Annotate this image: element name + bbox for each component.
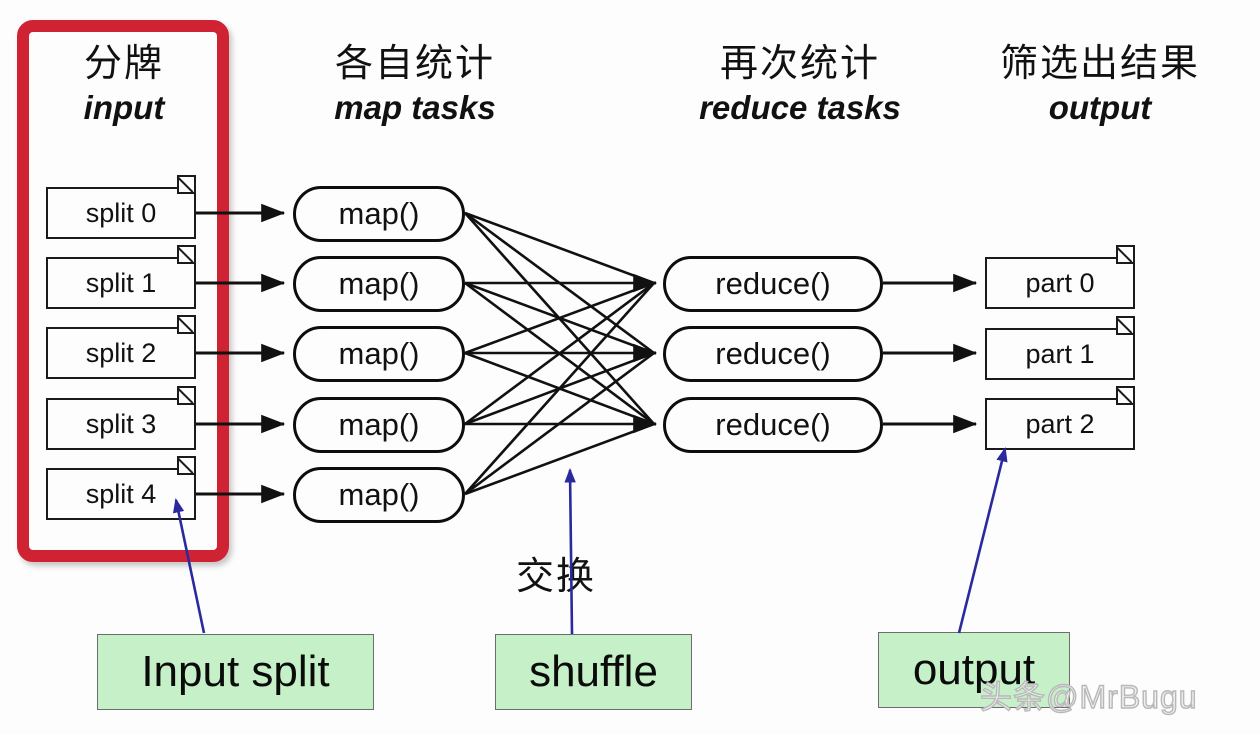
page-fold-icon bbox=[177, 175, 196, 194]
column-header-reduce-tasks-cn: 再次统计 bbox=[719, 41, 880, 85]
split-box-3[interactable]: split 3 bbox=[46, 386, 196, 450]
reduce-task-1[interactable]: reduce() bbox=[663, 326, 883, 382]
split-box-1-label: split 1 bbox=[85, 267, 157, 298]
edge-map1-reduce2 bbox=[464, 281, 655, 426]
page-fold-icon bbox=[177, 456, 196, 475]
split-box-4[interactable]: split 4 bbox=[46, 456, 196, 520]
callout-output[interactable]: output bbox=[878, 632, 1070, 708]
reduce-task-2-label: reduce() bbox=[715, 407, 831, 442]
watermark-handle: @MrBugu bbox=[1045, 678, 1198, 715]
watermark-cn: 头条 bbox=[979, 677, 1047, 716]
edge-map0-reduce2 bbox=[464, 212, 655, 425]
part-box-1[interactable]: part 1 bbox=[985, 316, 1135, 380]
part-box-2-label: part 2 bbox=[1025, 408, 1095, 439]
edge-map4-reduce2 bbox=[464, 422, 655, 496]
page-fold-icon bbox=[177, 386, 196, 405]
split-box-0-label: split 0 bbox=[85, 197, 157, 228]
split-box-0[interactable]: split 0 bbox=[46, 175, 196, 239]
edge-map1-reduce1 bbox=[464, 281, 655, 355]
edge-map4-reduce1 bbox=[464, 351, 655, 496]
annotation-arrow-output bbox=[957, 446, 1008, 634]
input-highlight-rectangle bbox=[17, 20, 229, 562]
map-task-0-label: map() bbox=[338, 196, 420, 231]
edge-map4-reduce0 bbox=[464, 282, 655, 495]
map-task-1-label: map() bbox=[338, 266, 420, 301]
column-header-map-tasks-en: map tasks bbox=[334, 89, 496, 126]
shuffle-mesh bbox=[464, 211, 655, 496]
reduce-task-1-label: reduce() bbox=[715, 336, 831, 371]
map-task-2[interactable]: map() bbox=[293, 326, 465, 382]
callout-shuffle-label: shuffle bbox=[529, 647, 658, 696]
page-fold-icon bbox=[177, 315, 196, 334]
column-header-output: 筛选出结果 output bbox=[955, 40, 1245, 130]
page-fold-icon bbox=[1116, 245, 1135, 264]
callout-shuffle[interactable]: shuffle bbox=[495, 634, 692, 710]
map-task-4-label: map() bbox=[338, 477, 420, 512]
map-task-3-label: map() bbox=[338, 407, 420, 442]
column-header-input-cn: 分牌 bbox=[83, 41, 164, 85]
column-header-reduce-tasks-en: reduce tasks bbox=[699, 89, 901, 126]
map-task-4[interactable]: map() bbox=[293, 467, 465, 523]
split-box-3-label: split 3 bbox=[85, 408, 157, 439]
map-task-3[interactable]: map() bbox=[293, 397, 465, 453]
edge-map2-reduce2 bbox=[464, 351, 655, 426]
edge-map2-reduce0 bbox=[464, 281, 655, 355]
page-fold-icon bbox=[177, 245, 196, 264]
part-box-1-label: part 1 bbox=[1025, 338, 1095, 369]
edge-map3-reduce0 bbox=[464, 281, 655, 426]
column-header-map-tasks-cn: 各自统计 bbox=[334, 41, 495, 85]
column-header-input: 分牌 input bbox=[18, 40, 230, 130]
part-box-2[interactable]: part 2 bbox=[985, 386, 1135, 450]
reduce-task-0-label: reduce() bbox=[715, 266, 831, 301]
shuffle-chinese-label: 交换 bbox=[516, 554, 597, 598]
page-fold-icon bbox=[1116, 386, 1135, 405]
split-box-2[interactable]: split 2 bbox=[46, 315, 196, 379]
column-header-map-tasks: 各自统计 map tasks bbox=[270, 40, 560, 130]
map-task-1[interactable]: map() bbox=[293, 256, 465, 312]
edge-map3-reduce1 bbox=[464, 351, 655, 426]
split-box-4-label: split 4 bbox=[85, 478, 157, 509]
split-box-2-label: split 2 bbox=[85, 337, 157, 368]
edge-map0-reduce1 bbox=[464, 211, 655, 355]
map-task-0[interactable]: map() bbox=[293, 186, 465, 242]
column-header-output-en: output bbox=[1048, 89, 1152, 126]
page-fold-icon bbox=[1116, 316, 1135, 335]
column-header-output-cn: 筛选出结果 bbox=[999, 41, 1200, 85]
callout-input-split[interactable]: Input split bbox=[97, 634, 374, 710]
watermark: 头条@MrBugu bbox=[979, 672, 1198, 718]
column-header-reduce-tasks: 再次统计 reduce tasks bbox=[650, 40, 950, 130]
reduce-task-0[interactable]: reduce() bbox=[663, 256, 883, 312]
part-box-0-label: part 0 bbox=[1025, 267, 1095, 298]
column-header-input-en: input bbox=[83, 89, 165, 126]
reduce-task-2[interactable]: reduce() bbox=[663, 397, 883, 453]
split-box-1[interactable]: split 1 bbox=[46, 245, 196, 309]
callout-output-label: output bbox=[912, 645, 1036, 694]
callout-input-split-label: Input split bbox=[141, 647, 330, 696]
part-box-0[interactable]: part 0 bbox=[985, 245, 1135, 309]
edge-map0-reduce0 bbox=[464, 211, 655, 285]
map-task-2-label: map() bbox=[338, 336, 420, 371]
